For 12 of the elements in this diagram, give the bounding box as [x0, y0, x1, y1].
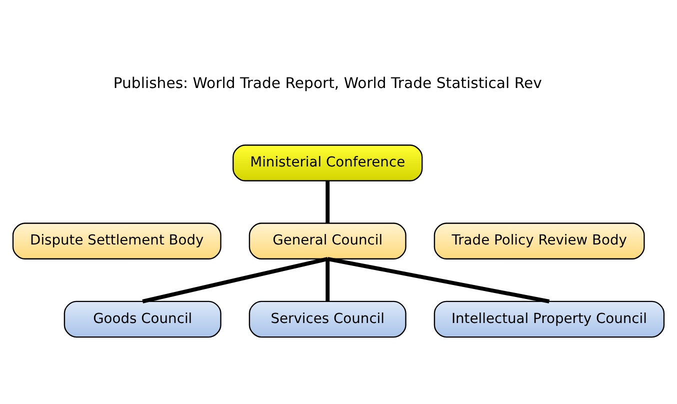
- node-box: General Council: [248, 222, 406, 260]
- node-box: Services Council: [248, 300, 406, 338]
- node-box: Intellectual Property Council: [434, 300, 665, 338]
- node-box: Goods Council: [64, 300, 222, 338]
- connector: [327, 256, 550, 304]
- connector: [142, 256, 328, 304]
- node-box: Trade Policy Review Body: [434, 222, 645, 260]
- connector: [326, 258, 330, 302]
- node-box: Ministerial Conference: [232, 144, 423, 182]
- label: Publishes: World Trade Report, World Trade Statistical Rev: [113, 75, 542, 92]
- node-box: Dispute Settlement Body: [12, 222, 222, 260]
- connector: [326, 180, 330, 224]
